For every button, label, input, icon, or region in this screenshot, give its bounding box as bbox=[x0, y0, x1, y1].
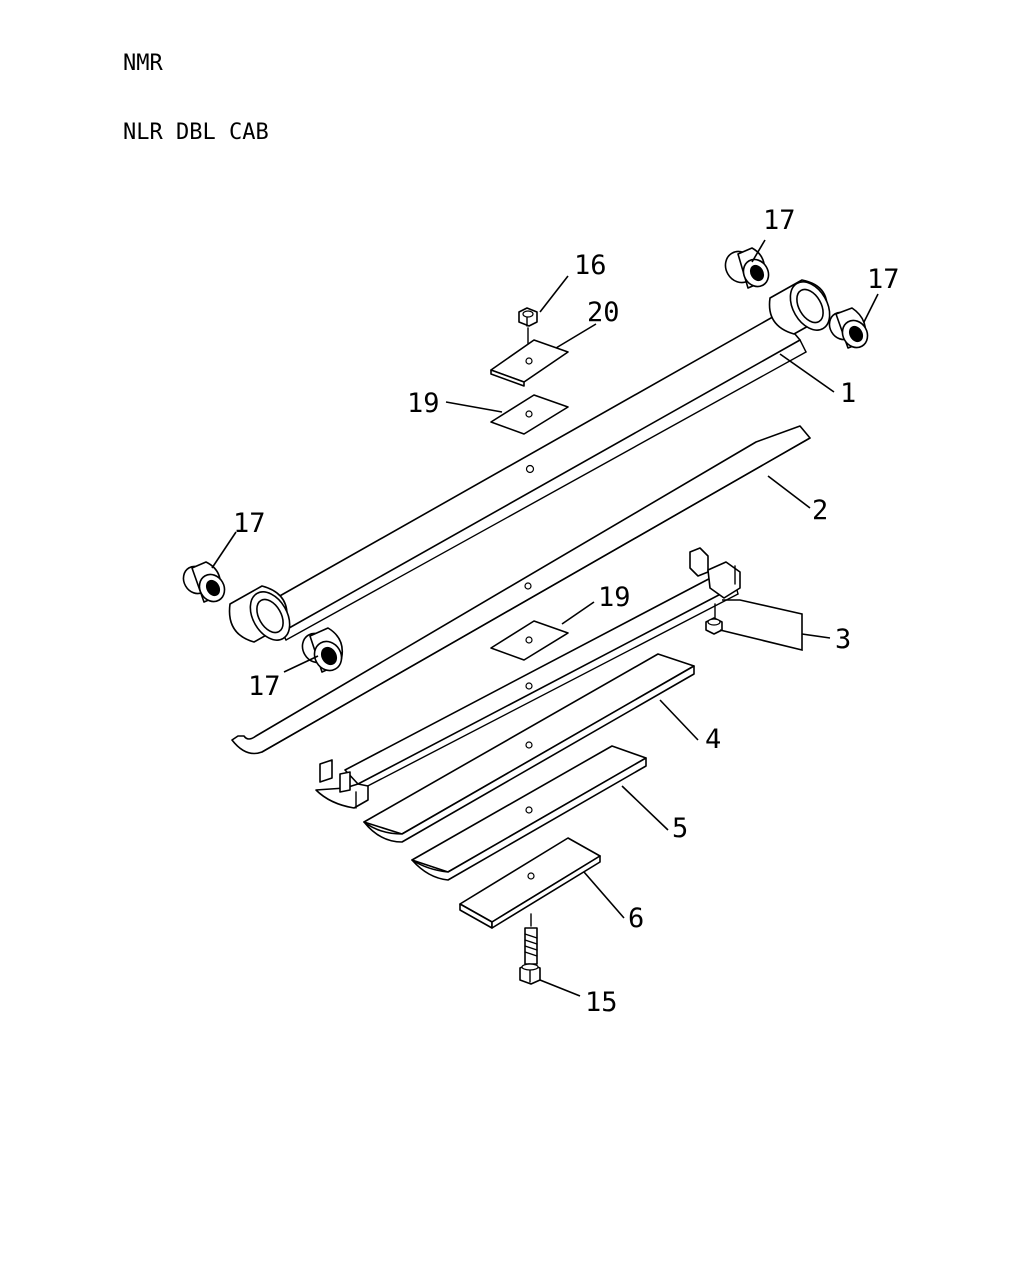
callout-16: 16 bbox=[574, 250, 607, 281]
part-1-main-leaf[interactable] bbox=[228, 275, 838, 647]
callout-4: 4 bbox=[705, 724, 721, 755]
callout-17-top: 17 bbox=[763, 205, 796, 236]
part-16-nut[interactable] bbox=[518, 307, 538, 359]
left-spring-eye bbox=[228, 585, 291, 643]
callout-19-mid: 19 bbox=[598, 582, 631, 613]
callout-2: 2 bbox=[812, 495, 828, 526]
part-17-bushing-bottom[interactable] bbox=[297, 627, 347, 675]
part-17-bushing-top[interactable] bbox=[720, 246, 774, 291]
leader-lines bbox=[211, 239, 879, 997]
callout-6: 6 bbox=[628, 903, 644, 934]
part-2-second-leaf[interactable] bbox=[231, 425, 811, 755]
part-20-plate[interactable] bbox=[490, 339, 569, 387]
part-19-pad-mid[interactable] bbox=[490, 620, 569, 661]
part-4-leaf[interactable] bbox=[363, 653, 695, 843]
callout-17-right: 17 bbox=[867, 264, 900, 295]
callout-19-top: 19 bbox=[407, 388, 440, 419]
part-5-leaf[interactable] bbox=[411, 745, 647, 881]
callout-17-left: 17 bbox=[233, 508, 266, 539]
model-line-2: NLR DBL CAB bbox=[123, 120, 269, 145]
part-3-clipped-leaf[interactable] bbox=[315, 547, 741, 809]
part-19-pad-top[interactable] bbox=[490, 394, 569, 435]
callout-1: 1 bbox=[840, 378, 856, 409]
part-17-bushing-right[interactable] bbox=[825, 307, 873, 352]
callout-5: 5 bbox=[672, 813, 688, 844]
part-6-leaf[interactable] bbox=[459, 837, 601, 929]
part-15-center-bolt[interactable] bbox=[519, 913, 541, 985]
model-line-1: NMR bbox=[123, 51, 163, 76]
callout-20: 20 bbox=[587, 297, 620, 328]
callout-3: 3 bbox=[835, 624, 851, 655]
callout-15: 15 bbox=[585, 987, 618, 1018]
part-17-bushing-left[interactable] bbox=[179, 561, 230, 606]
right-spring-eye bbox=[768, 279, 831, 335]
diagram-header: NMR NLR DBL CAB bbox=[123, 6, 269, 167]
part-3-clip-bolt[interactable] bbox=[705, 603, 723, 635]
callout-17-bottom: 17 bbox=[248, 671, 281, 702]
